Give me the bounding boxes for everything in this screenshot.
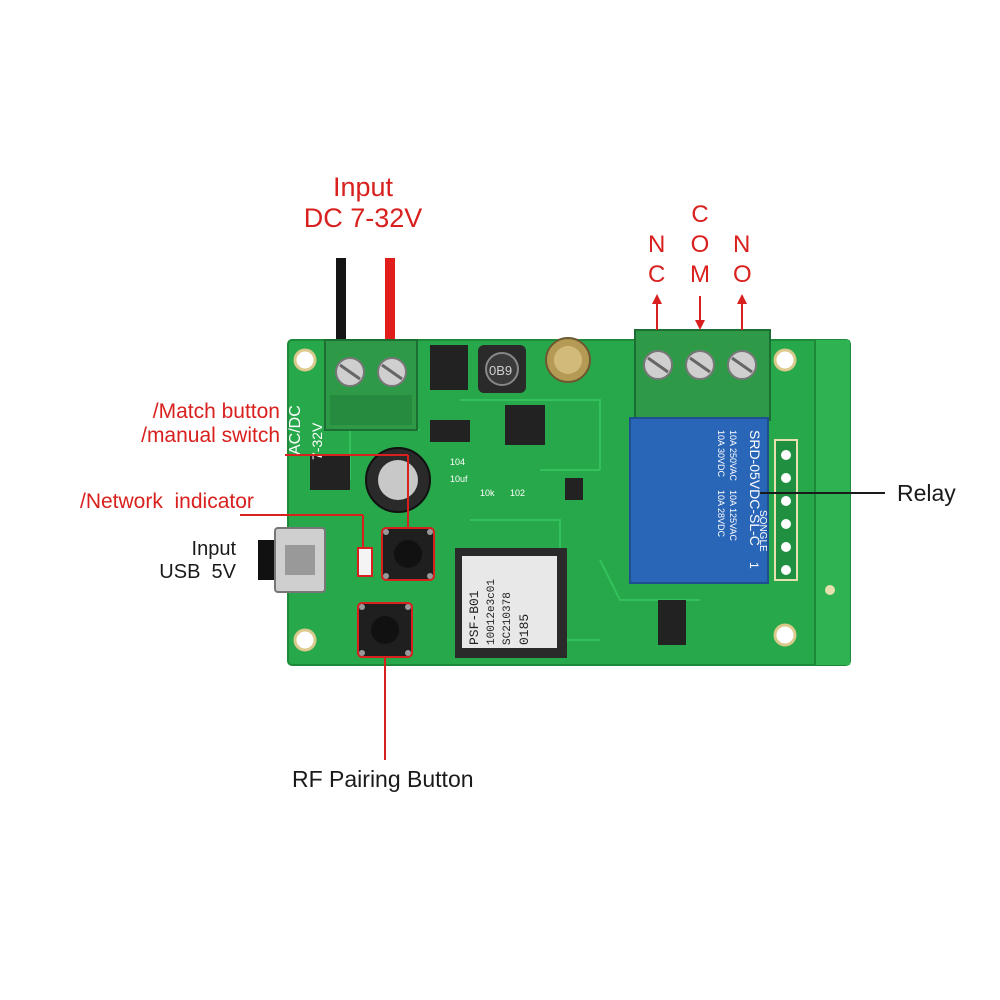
input-dc-line2: DC 7-32V (303, 203, 423, 234)
input-dc-label: Input DC 7-32V (295, 172, 431, 234)
mounting-hole (293, 348, 317, 372)
module-text: SC210378 (502, 592, 514, 645)
nc-label: NC (648, 231, 666, 288)
terminal-arrows (652, 294, 747, 330)
relay-rating-text: 10A 250VAC (728, 430, 738, 481)
ic-chip (658, 600, 686, 645)
inductor-label: 0B9 (489, 363, 512, 378)
silkscreen-voltage: 7-32V (309, 422, 325, 460)
input-dc-line1: Input (332, 172, 394, 202)
wifi-module: PSF-B01 10012e3c01 SC210378 0185 (455, 548, 567, 658)
red-input-wire (385, 258, 395, 353)
ic-chip (430, 420, 470, 442)
relay-component: SRD-05VDC-SL-C 10A 250VAC 10A 30VDC 10A … (629, 417, 769, 584)
relay-model-text: SRD-05VDC-SL-C (747, 430, 763, 546)
silkscreen-104: 104 (450, 457, 465, 467)
annotation-lines (240, 454, 409, 760)
network-indicator-label: /Network indicator (80, 490, 254, 513)
silkscreen-10uf: 10uf (450, 474, 468, 484)
match-button-line1: /Match button (152, 400, 280, 423)
ic-chip (430, 345, 468, 390)
relay-label: Relay (897, 480, 956, 506)
input-usb-line1: Input (191, 538, 236, 560)
black-input-wire (336, 258, 346, 353)
network-indicator-led (357, 547, 373, 577)
relay-brand-text: SONGLE (757, 510, 768, 552)
module-text: 0185 (517, 614, 532, 645)
match-button-line2: /manual switch (141, 424, 280, 448)
rf-pairing-button (357, 602, 413, 658)
input-usb-label: Input USB 5V (154, 538, 236, 584)
mounting-hole (773, 623, 797, 647)
power-terminal-block (324, 339, 418, 431)
no-label: NO (733, 231, 752, 288)
inductor: 0B9 (478, 345, 526, 393)
relay-rating-text: 10A 125VAC (728, 490, 738, 541)
ic-chip (505, 405, 545, 445)
capacitor-small (545, 337, 591, 383)
ic-chip (310, 455, 350, 490)
relay-rating-text: 10A 28VDC (716, 490, 726, 538)
module-text: 10012e3c01 (486, 579, 498, 645)
header-pin-strip (774, 439, 798, 581)
input-usb-line2: USB 5V (159, 561, 236, 583)
relay-rating-text: 10A 30VDC (716, 430, 726, 478)
usb-port (258, 527, 326, 593)
silkscreen-10k: 10k (480, 488, 495, 498)
capacitor-large (365, 447, 431, 513)
ic-chip (565, 478, 583, 500)
module-text: PSF-B01 (467, 590, 482, 645)
match-button-label: /Match button /manual switch (122, 400, 280, 448)
relay-terminal-block (634, 329, 771, 421)
match-button (381, 527, 435, 581)
silkscreen-102: 102 (510, 488, 525, 498)
relay-pin-text: 1 (747, 562, 761, 569)
com-label: COM (690, 201, 710, 288)
rf-pairing-button-label: RF Pairing Button (292, 766, 474, 792)
mounting-hole (293, 628, 317, 652)
silkscreen-power: AC/DC (287, 405, 304, 455)
mounting-hole (773, 348, 797, 372)
